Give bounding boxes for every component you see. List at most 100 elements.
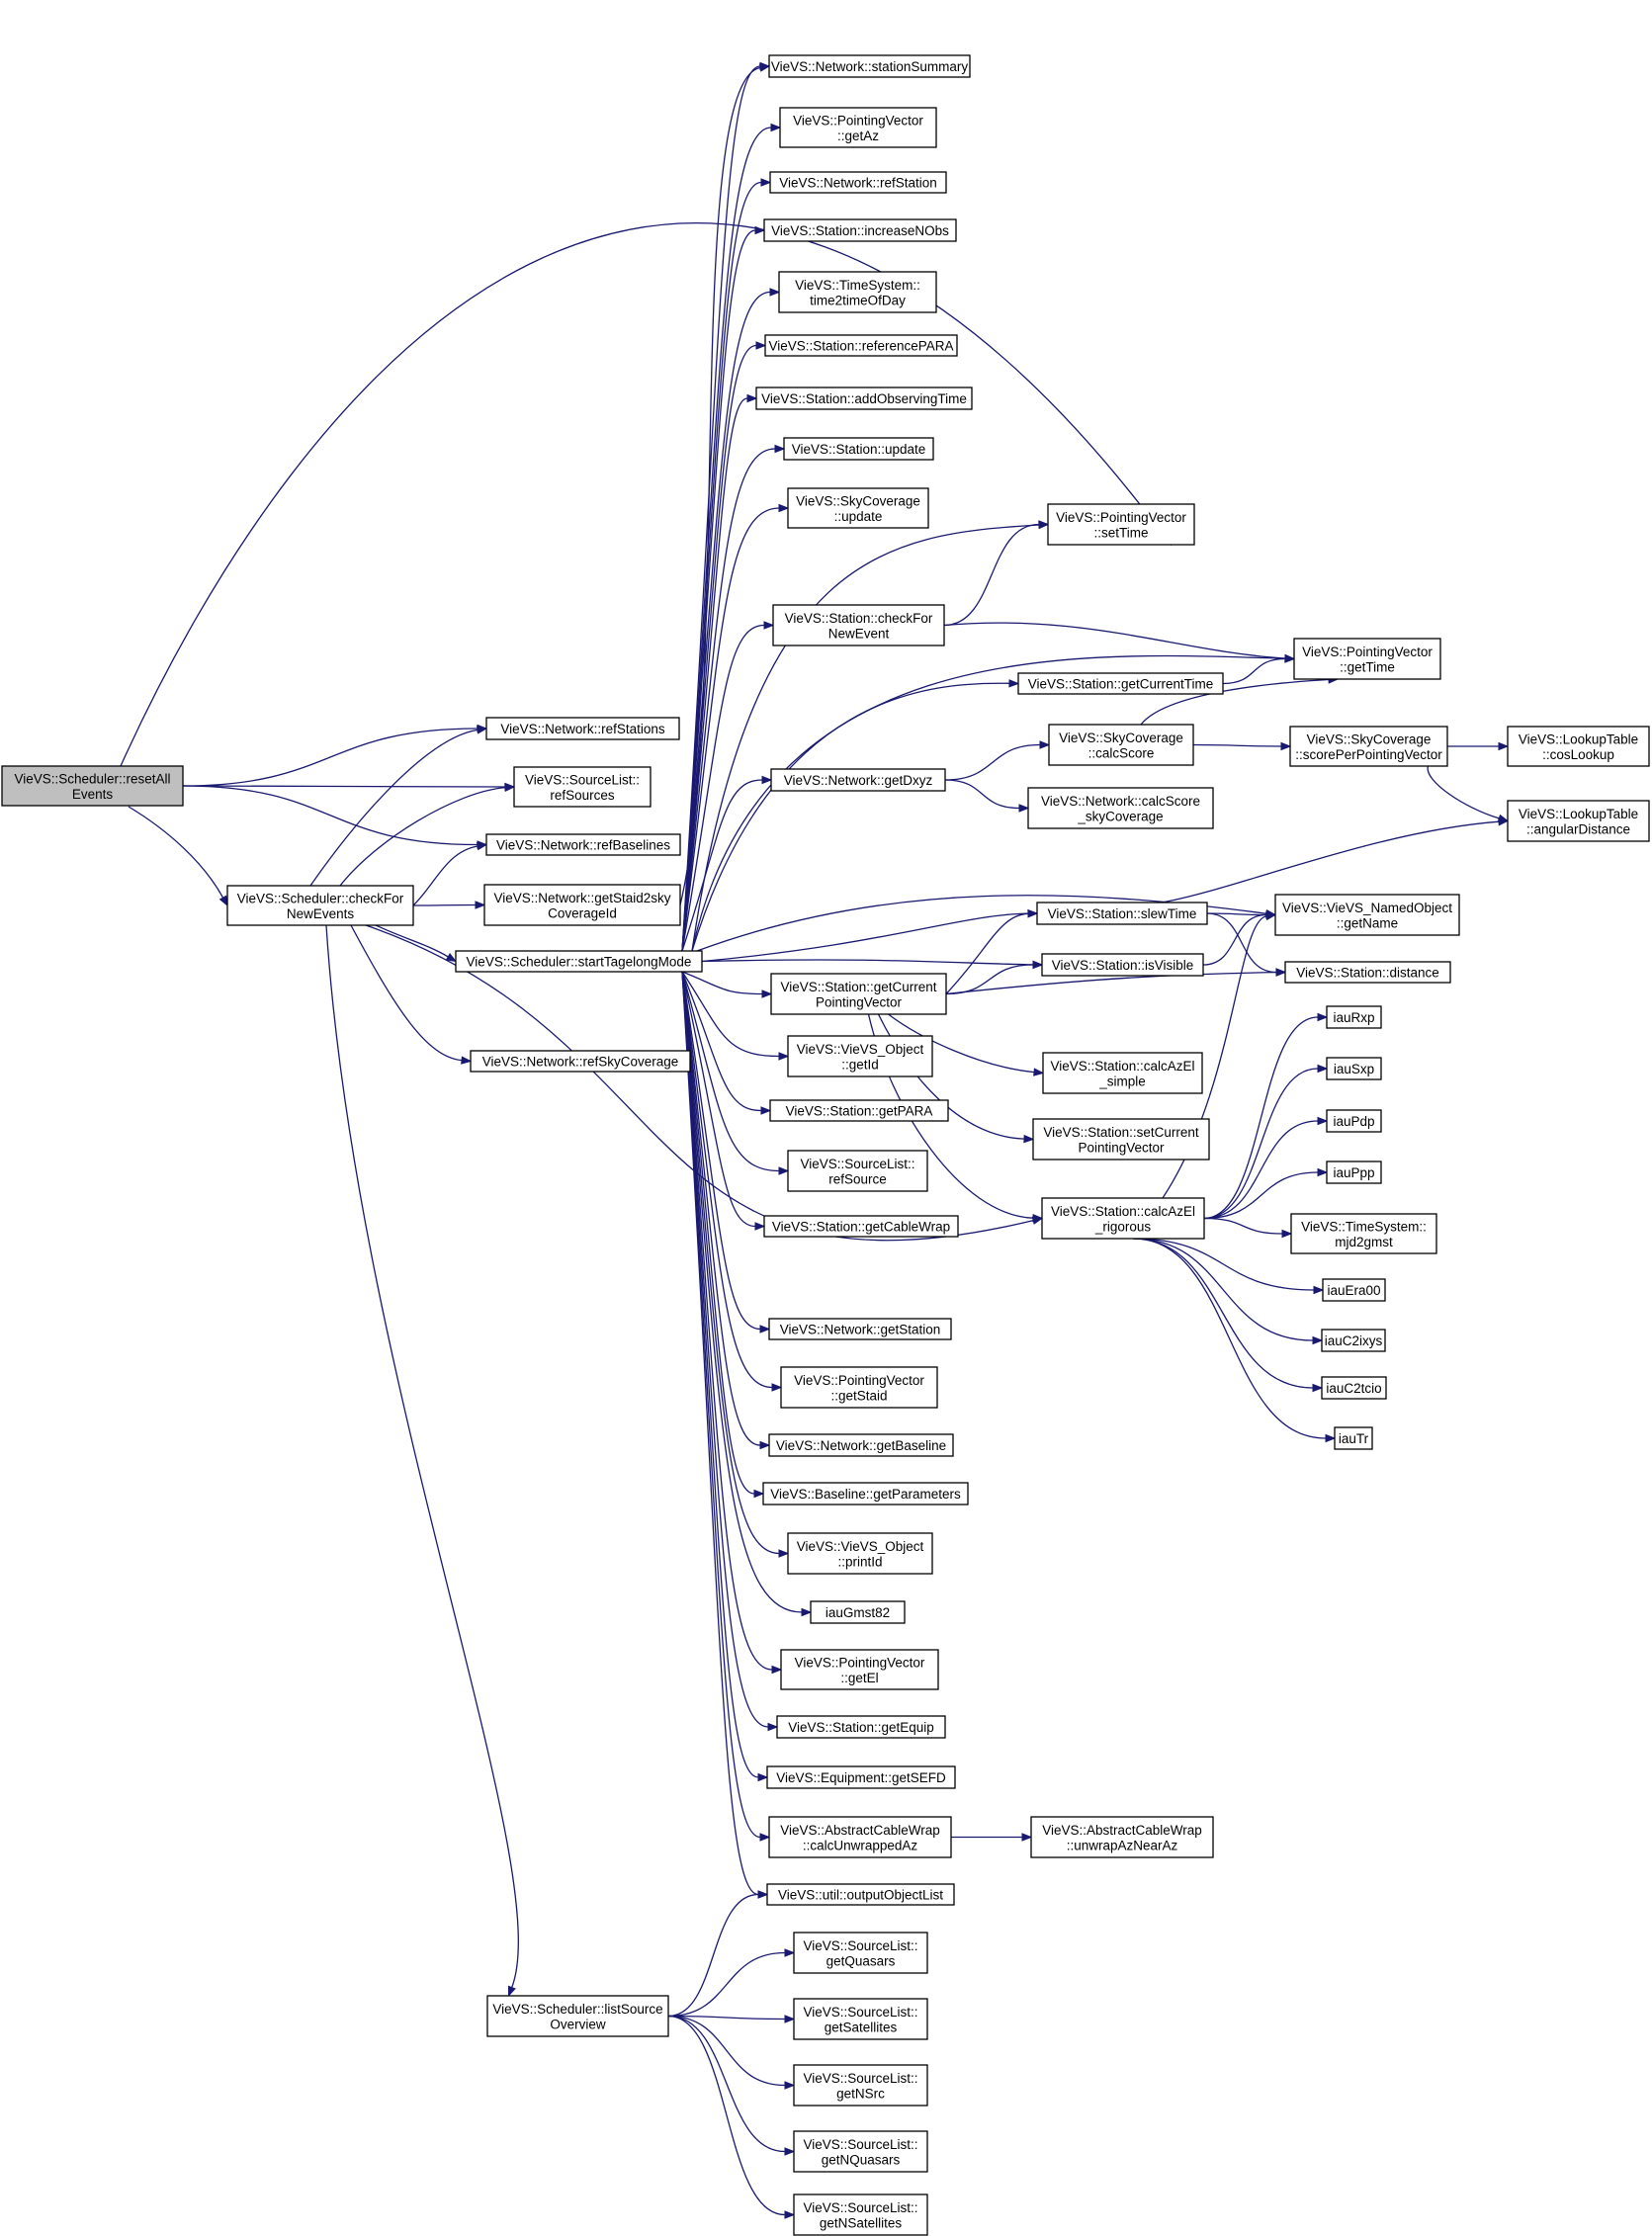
node-pvsettime[interactable]: VieVS::PointingVector::setTime <box>1047 503 1195 546</box>
node-slgetquasars[interactable]: VieVS::SourceList::getQuasars <box>793 1932 928 1974</box>
edge-starttag-netgetbaseline <box>681 971 771 1450</box>
node-netgetdxyz[interactable]: VieVS::Network::getDxyz <box>770 768 946 792</box>
node-label: ::cosLookup <box>1542 747 1614 762</box>
node-label: VieVS::Station::setCurrent <box>1043 1125 1199 1140</box>
edge-slewtime-distance <box>1206 912 1287 977</box>
node-stgetpara[interactable]: VieVS::Station::getPARA <box>769 1099 949 1122</box>
node-slgetnsatellites[interactable]: VieVS::SourceList::getNSatellites <box>793 2193 928 2236</box>
edge-getcurpv-slewtime <box>945 909 1039 994</box>
edge-resetall-checkfor <box>128 806 228 907</box>
node-skyscoreperpv[interactable]: VieVS::SkyCoverage::scorePerPointingVect… <box>1289 726 1448 767</box>
node-stdistance[interactable]: VieVS::Station::distance <box>1284 961 1451 984</box>
node-netgetstation[interactable]: VieVS::Network::getStation <box>768 1318 952 1340</box>
edge-starttag-isvisible <box>701 959 1044 970</box>
node-slgetsatellites[interactable]: VieVS::SourceList::getSatellites <box>793 1998 928 2040</box>
node-refsources[interactable]: VieVS::SourceList::refSources <box>513 766 652 808</box>
edge-starttag-eqgetsefd <box>681 971 769 1782</box>
node-referencepara[interactable]: VieVS::Station::referencePARA <box>764 334 958 357</box>
node-stcalcazelrig[interactable]: VieVS::Station::calcAzEl_rigorous <box>1041 1197 1205 1240</box>
node-label: VieVS::VieVS_Object <box>797 1539 924 1554</box>
node-time2time[interactable]: VieVS::TimeSystem::time2timeOfDay <box>778 271 937 313</box>
node-label: VieVS::Station::slewTime <box>1048 906 1197 921</box>
node-label: ::setTime <box>1093 525 1148 540</box>
node-stgetequip[interactable]: VieVS::Station::getEquip <box>776 1715 946 1739</box>
node-pvgetaz[interactable]: VieVS::PointingVector::getAz <box>779 107 937 148</box>
node-stisvisible[interactable]: VieVS::Station::isVisible <box>1041 953 1204 977</box>
node-namedgetname[interactable]: VieVS::VieVS_NamedObject::getName <box>1274 894 1460 936</box>
edge-stcheckfor-pvsettime <box>943 520 1050 627</box>
node-starttag[interactable]: VieVS::Scheduler::startTagelongMode <box>455 950 703 973</box>
edge-calcazelrig-iauera00 <box>1132 1238 1325 1295</box>
node-label: PointingVector <box>816 994 903 1009</box>
node-iauppp[interactable]: iauPpp <box>1326 1161 1382 1184</box>
edge-starttag-increasenobs <box>681 225 766 952</box>
node-skycalcscore[interactable]: VieVS::SkyCoverage::calcScore <box>1048 724 1194 766</box>
edge-starttag-pvgetaz <box>681 123 782 952</box>
node-slgetnsrc[interactable]: VieVS::SourceList::getNSrc <box>793 2064 928 2107</box>
node-iauc2tcio[interactable]: iauC2tcio <box>1321 1376 1387 1400</box>
node-stupdate[interactable]: VieVS::Station::update <box>783 437 934 461</box>
edge-slewtime-angdist <box>1161 817 1510 903</box>
node-objprintid[interactable]: VieVS::VieVS_Object::printId <box>787 1532 933 1575</box>
node-increasenobs[interactable]: VieVS::Station::increaseNObs <box>763 218 957 242</box>
node-iaurxp[interactable]: iauRxp <box>1326 1005 1382 1029</box>
node-iaugmst82[interactable]: iauGmst82 <box>810 1600 906 1624</box>
edge-starttag-blgetparams <box>681 971 765 1499</box>
node-ltcoslookup[interactable]: VieVS::LookupTable::cosLookup <box>1507 726 1650 767</box>
node-label: VieVS::Network::calcScore <box>1041 794 1200 809</box>
node-slrefsource[interactable]: VieVS::SourceList::refSource <box>787 1150 928 1192</box>
node-label: VieVS::Network::getStation <box>780 1323 941 1337</box>
edge-getcurpv-setcurpv <box>877 1013 1035 1144</box>
node-iausxp[interactable]: iauSxp <box>1326 1057 1382 1080</box>
node-pvgetstaid[interactable]: VieVS::PointingVector::getStaid <box>780 1366 938 1409</box>
node-refbaselines[interactable]: VieVS::Network::refBaselines <box>485 833 681 856</box>
node-cwcalcunwrapped[interactable]: VieVS::AbstractCableWrap::calcUnwrappedA… <box>768 1816 952 1858</box>
edge-starttag-pvgetstaid <box>681 971 783 1392</box>
node-objgetid[interactable]: VieVS::VieVS_Object::getId <box>787 1035 933 1077</box>
edge-listsrc-slgetnsatellites <box>667 2015 796 2219</box>
node-stationsummary[interactable]: VieVS::Network::stationSummary <box>768 54 971 78</box>
node-addobstime[interactable]: VieVS::Station::addObservingTime <box>755 387 973 410</box>
edge-listsrc-slgetsatellites <box>667 2015 796 2023</box>
edge-resetall-refstations <box>182 724 488 787</box>
node-pvgetel[interactable]: VieVS::PointingVector::getEl <box>780 1649 939 1690</box>
edge-scoreperpv-angdist <box>1427 765 1510 822</box>
node-refstations[interactable]: VieVS::Network::refStations <box>485 717 680 740</box>
node-iauc2ixys[interactable]: iauC2ixys <box>1321 1329 1386 1352</box>
node-label: NewEvent <box>828 626 890 641</box>
node-skyupdate[interactable]: VieVS::SkyCoverage::update <box>787 487 929 529</box>
node-netgetbaseline[interactable]: VieVS::Network::getBaseline <box>768 1433 954 1457</box>
node-label: VieVS::LookupTable <box>1519 731 1638 746</box>
node-ltangulardist[interactable]: VieVS::LookupTable::angularDistance <box>1507 800 1650 842</box>
node-stcalcazelsimple[interactable]: VieVS::Station::calcAzEl_simple <box>1042 1052 1203 1094</box>
node-netcalcscoresky[interactable]: VieVS::Network::calcScore_skyCoverage <box>1027 787 1214 829</box>
node-eqgetsefd[interactable]: VieVS::Equipment::getSEFD <box>766 1765 956 1789</box>
node-tsmjd2gmst[interactable]: VieVS::TimeSystem::mjd2gmst <box>1290 1213 1437 1254</box>
node-cwunwrapnear[interactable]: VieVS::AbstractCableWrap::unwrapAzNearAz <box>1030 1816 1214 1858</box>
node-slgetnquasars[interactable]: VieVS::SourceList::getNQuasars <box>793 2130 928 2173</box>
node-outputobjlist[interactable]: VieVS::util::outputObjectList <box>766 1883 955 1906</box>
node-iautr[interactable]: iauTr <box>1334 1426 1373 1450</box>
node-stslewtime[interactable]: VieVS::Station::slewTime <box>1036 902 1208 925</box>
edge-starttag-stupdate <box>681 444 786 952</box>
node-stgetcablewrap[interactable]: VieVS::Station::getCableWrap <box>763 1215 959 1238</box>
edge-calcazelrig-iautr <box>1132 1238 1337 1443</box>
node-iaupdp[interactable]: iauPdp <box>1326 1109 1382 1133</box>
node-label: _simple <box>1098 1074 1146 1088</box>
node-label: Overview <box>550 2017 606 2031</box>
node-refstation[interactable]: VieVS::Network::refStation <box>769 171 947 194</box>
node-stgetcurtime[interactable]: VieVS::Station::getCurrentTime <box>1017 672 1224 695</box>
node-label: VieVS::SourceList:: <box>800 1157 914 1171</box>
node-blgetparams[interactable]: VieVS::Baseline::getParameters <box>762 1482 969 1505</box>
node-pvgettime[interactable]: VieVS::PointingVector::getTime <box>1293 638 1441 680</box>
node-refskycov[interactable]: VieVS::Network::refSkyCoverage <box>470 1050 691 1073</box>
node-label: refSource <box>828 1171 887 1186</box>
node-iauera00[interactable]: iauEra00 <box>1322 1278 1386 1302</box>
